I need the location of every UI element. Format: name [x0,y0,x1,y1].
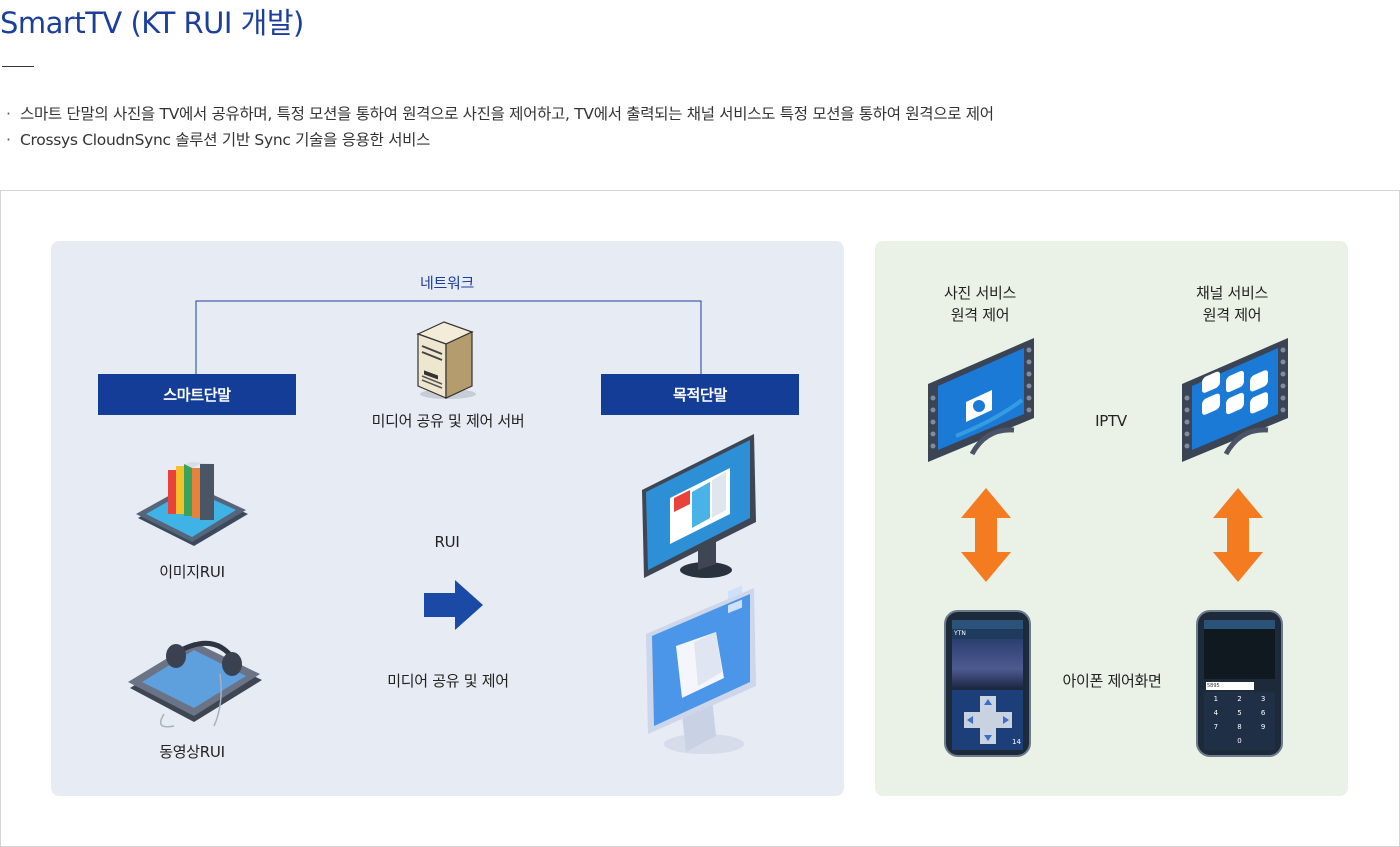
phone-device-view [1204,629,1275,679]
double-arrow-icon [961,488,1011,582]
description-item: · Crossys CloudnSync 솔루션 기반 Sync 기술을 응용한 … [6,127,994,153]
phone-status-bar [1204,620,1275,629]
book-phone-icon [136,462,248,546]
rui-label: RUI [434,533,460,551]
phone-video-screen [952,639,1023,689]
keypad-key-blank [1251,734,1275,748]
iptv-label: IPTV [1095,412,1127,430]
camera-tv-icon [928,338,1034,462]
keypad-phone-icon: 5895 확인 1 2 3 4 5 6 7 8 9 0 [1196,610,1283,757]
phone-keypad: 1 2 3 4 5 6 7 8 9 0 [1204,692,1275,750]
library-monitor-icon [646,585,756,754]
media-control-label: 미디어 공유 및 제어 [387,672,509,690]
keypad-key: 1 [1213,695,1219,703]
server-label: 미디어 공유 및 제어 서버 [371,412,525,430]
headphone-tablet-icon [128,640,262,728]
channel-service-title-line1: 채널 서비스 [1196,284,1268,302]
description-text: Crossys CloudnSync 솔루션 기반 Sync 기술을 응용한 서… [20,131,431,149]
keypad-key-blank [1204,734,1228,748]
monitor-icon [642,434,756,578]
page-title: SmartTV (KT RUI 개발) [0,6,304,40]
description-text: 스마트 단말의 사진을 TV에서 공유하며, 특정 모션을 통하여 원격으로 사… [20,105,994,123]
image-rui-label: 이미지RUI [159,563,225,581]
bullet-mark: · [6,105,11,123]
keypad-key: 8 [1237,723,1242,731]
target-device-bar: 목적단말 [601,374,799,415]
remote-phone-icon: YTN 14 [944,610,1031,757]
server-icon [416,321,476,399]
title-divider [2,66,34,67]
keypad-key: 3 [1260,695,1266,703]
keypad-key: 9 [1260,723,1266,731]
phone-channel-name: YTN [954,630,966,637]
iphone-control-label: 아이폰 제어화면 [1062,672,1162,690]
video-rui-label: 동영상RUI [159,743,225,761]
photo-service-title: 사진 서비스 원격 제어 [920,282,1040,326]
phone-status-bar [952,620,1023,629]
keypad-key: 0 [1237,737,1242,745]
right-arrow-icon [424,580,483,630]
double-arrow-icon [1213,488,1263,582]
keypad-key: 4 [1213,709,1219,717]
photo-service-title-line2: 원격 제어 [950,306,1010,324]
channel-service-title: 채널 서비스 원격 제어 [1172,282,1292,326]
smart-device-bar: 스마트단말 [98,374,296,415]
keypad-key: 6 [1260,709,1266,717]
grid-tv-icon [1182,338,1288,462]
phone-search-row: 5895 확인 [1206,682,1274,709]
phone-search-field: 5895 [1206,682,1254,690]
phone-channel-header: YTN [952,629,1023,639]
photo-service-title-line1: 사진 서비스 [944,284,1016,302]
description-item: · 스마트 단말의 사진을 TV에서 공유하며, 특정 모션을 통하여 원격으로 … [6,101,994,127]
description-list: · 스마트 단말의 사진을 TV에서 공유하며, 특정 모션을 통하여 원격으로 … [6,101,994,153]
network-label: 네트워크 [419,274,474,292]
bullet-mark: · [6,131,11,149]
phone-volume-readout: 14 [1012,738,1021,746]
keypad-key: 5 [1237,709,1242,717]
channel-service-title-line2: 원격 제어 [1202,306,1262,324]
keypad-key: 2 [1237,695,1242,703]
keypad-key: 7 [1213,723,1219,731]
dpad-icon [964,696,1012,744]
